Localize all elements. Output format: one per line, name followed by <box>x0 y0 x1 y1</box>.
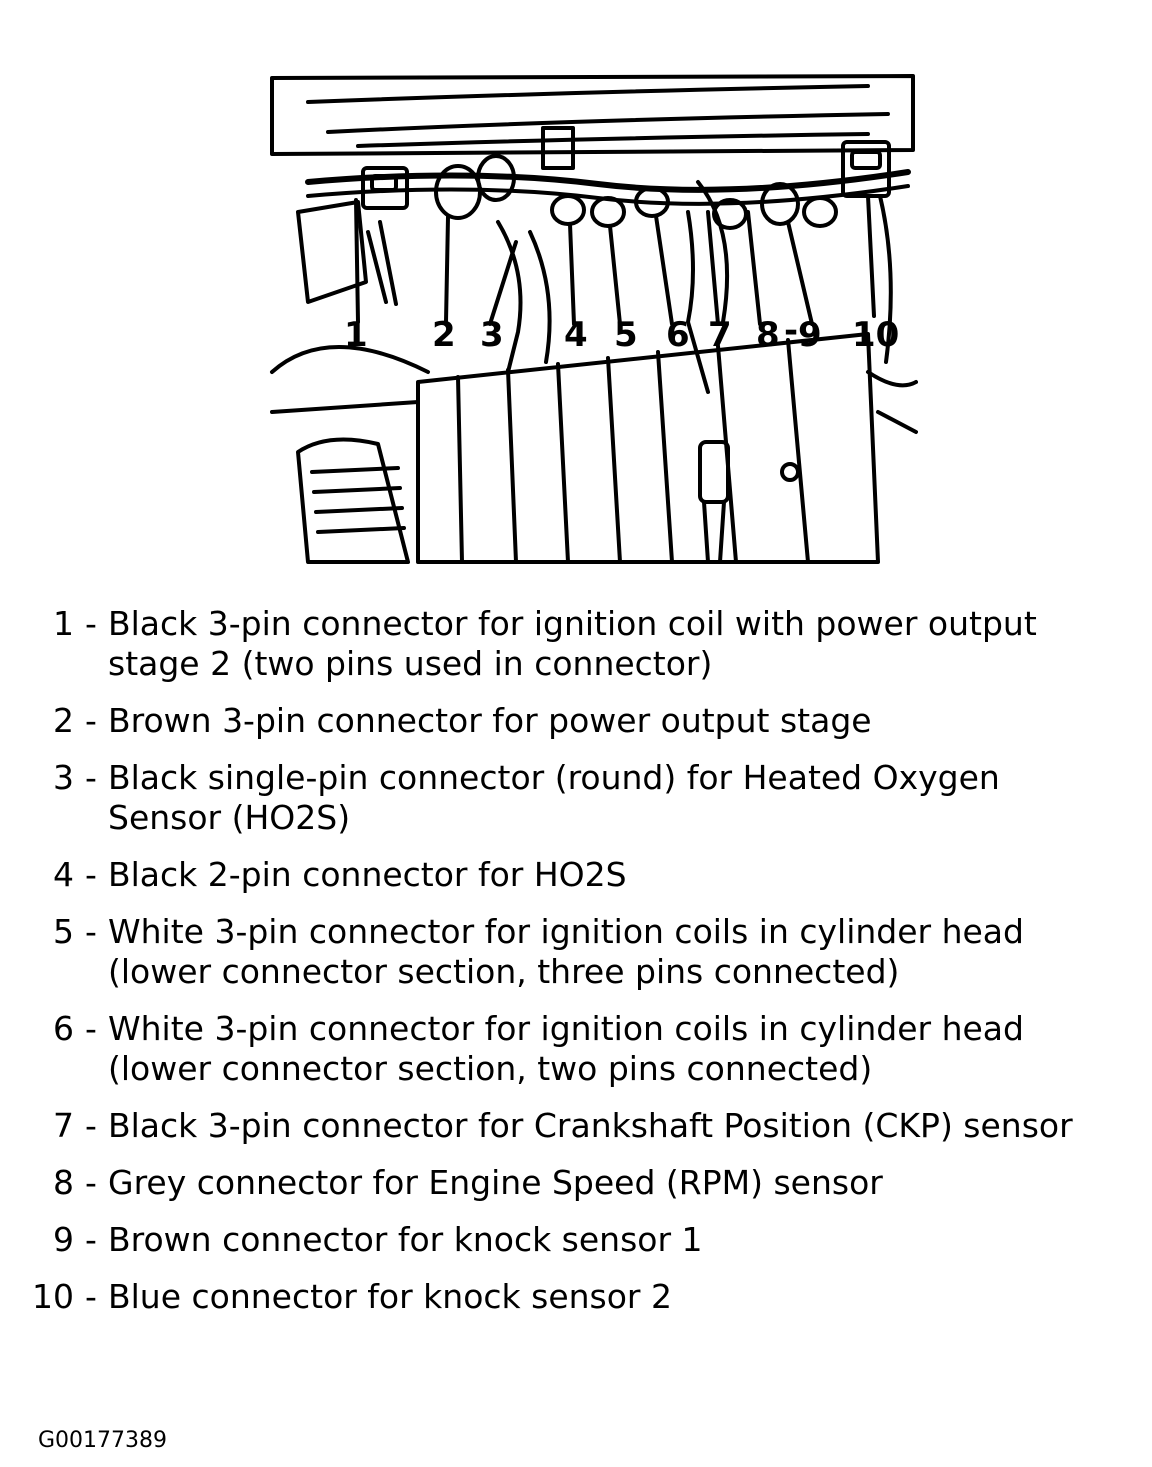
legend-separator: - <box>74 758 108 838</box>
connector-8-body <box>762 184 798 224</box>
connector-legend: 1-Black 3-pin connector for ignition coi… <box>0 604 1152 1334</box>
callout-4: 4 <box>564 315 588 355</box>
legend-item: 1-Black 3-pin connector for ignition coi… <box>0 604 1152 684</box>
leader-2 <box>446 217 448 322</box>
callout-10: 10 <box>852 315 899 355</box>
legend-separator: - <box>74 701 108 741</box>
legend-text: Brown connector for knock sensor 1 <box>108 1220 1152 1260</box>
leader-5 <box>610 226 620 324</box>
figure-code: G00177389 <box>38 1428 167 1453</box>
sensor-body <box>700 442 728 502</box>
callout-2: 2 <box>432 315 456 355</box>
legend-text: White 3-pin connector for ignition coils… <box>108 1009 1152 1089</box>
legend-separator: - <box>74 1163 108 1203</box>
callout-7: 7 <box>708 315 732 355</box>
legend-number: 10 <box>0 1277 74 1317</box>
legend-text: Black 3-pin connector for Crankshaft Pos… <box>108 1106 1152 1146</box>
legend-separator: - <box>74 1277 108 1317</box>
legend-item: 5-White 3-pin connector for ignition coi… <box>0 912 1152 992</box>
legend-item: 3-Black single-pin connector (round) for… <box>0 758 1152 838</box>
legend-separator: - <box>74 1220 108 1260</box>
legend-separator: - <box>74 1106 108 1146</box>
intake-hose <box>298 440 408 563</box>
legend-separator: - <box>74 604 108 684</box>
connector-9-body <box>804 198 836 226</box>
leader-1 <box>356 200 358 322</box>
valve-cover <box>418 334 878 562</box>
legend-item: 9-Brown connector for knock sensor 1 <box>0 1220 1152 1260</box>
legend-separator: - <box>74 1009 108 1089</box>
legend-number: 2 <box>0 701 74 741</box>
callout-3: 3 <box>480 315 504 355</box>
leader-6 <box>656 216 672 324</box>
legend-item: 6-White 3-pin connector for ignition coi… <box>0 1009 1152 1089</box>
leader-4 <box>570 224 574 324</box>
legend-item: 4-Black 2-pin connector for HO2S <box>0 855 1152 895</box>
legend-item: 10-Blue connector for knock sensor 2 <box>0 1277 1152 1317</box>
leader-9 <box>788 222 812 324</box>
legend-number: 4 <box>0 855 74 895</box>
legend-number: 8 <box>0 1163 74 1203</box>
leader-7 <box>708 212 718 324</box>
legend-item: 8-Grey connector for Engine Speed (RPM) … <box>0 1163 1152 1203</box>
legend-separator: - <box>74 912 108 992</box>
callout-5: 5 <box>614 315 638 355</box>
legend-number: 9 <box>0 1220 74 1260</box>
legend-item: 7-Black 3-pin connector for Crankshaft P… <box>0 1106 1152 1146</box>
leader-10 <box>868 196 874 316</box>
bolt-hole <box>782 464 798 480</box>
legend-separator: - <box>74 855 108 895</box>
connector-4-body <box>552 196 584 224</box>
legend-number: 1 <box>0 604 74 684</box>
legend-number: 3 <box>0 758 74 838</box>
legend-text: Black 2-pin connector for HO2S <box>108 855 1152 895</box>
legend-text: Black single-pin connector (round) for H… <box>108 758 1152 838</box>
callout-9: 9 <box>798 315 822 355</box>
engine-connector-illustration: 1 2 3 4 5 6 7 8 - 9 10 <box>268 72 918 564</box>
bracket <box>543 128 573 168</box>
legend-number: 5 <box>0 912 74 992</box>
callout-sep-8-9: - <box>784 311 798 351</box>
legend-text: Grey connector for Engine Speed (RPM) se… <box>108 1163 1152 1203</box>
legend-text: Blue connector for knock sensor 2 <box>108 1277 1152 1317</box>
leader-8 <box>748 212 760 324</box>
legend-item: 2-Brown 3-pin connector for power output… <box>0 701 1152 741</box>
legend-text: White 3-pin connector for ignition coils… <box>108 912 1152 992</box>
legend-text: Black 3-pin connector for ignition coil … <box>108 604 1152 684</box>
connector-5-body <box>592 198 624 226</box>
callout-8: 8 <box>756 315 780 355</box>
legend-text: Brown 3-pin connector for power output s… <box>108 701 1152 741</box>
legend-number: 6 <box>0 1009 74 1089</box>
firewall-edge <box>308 86 868 102</box>
callout-1: 1 <box>344 315 368 355</box>
callout-6: 6 <box>666 315 690 355</box>
legend-number: 7 <box>0 1106 74 1146</box>
